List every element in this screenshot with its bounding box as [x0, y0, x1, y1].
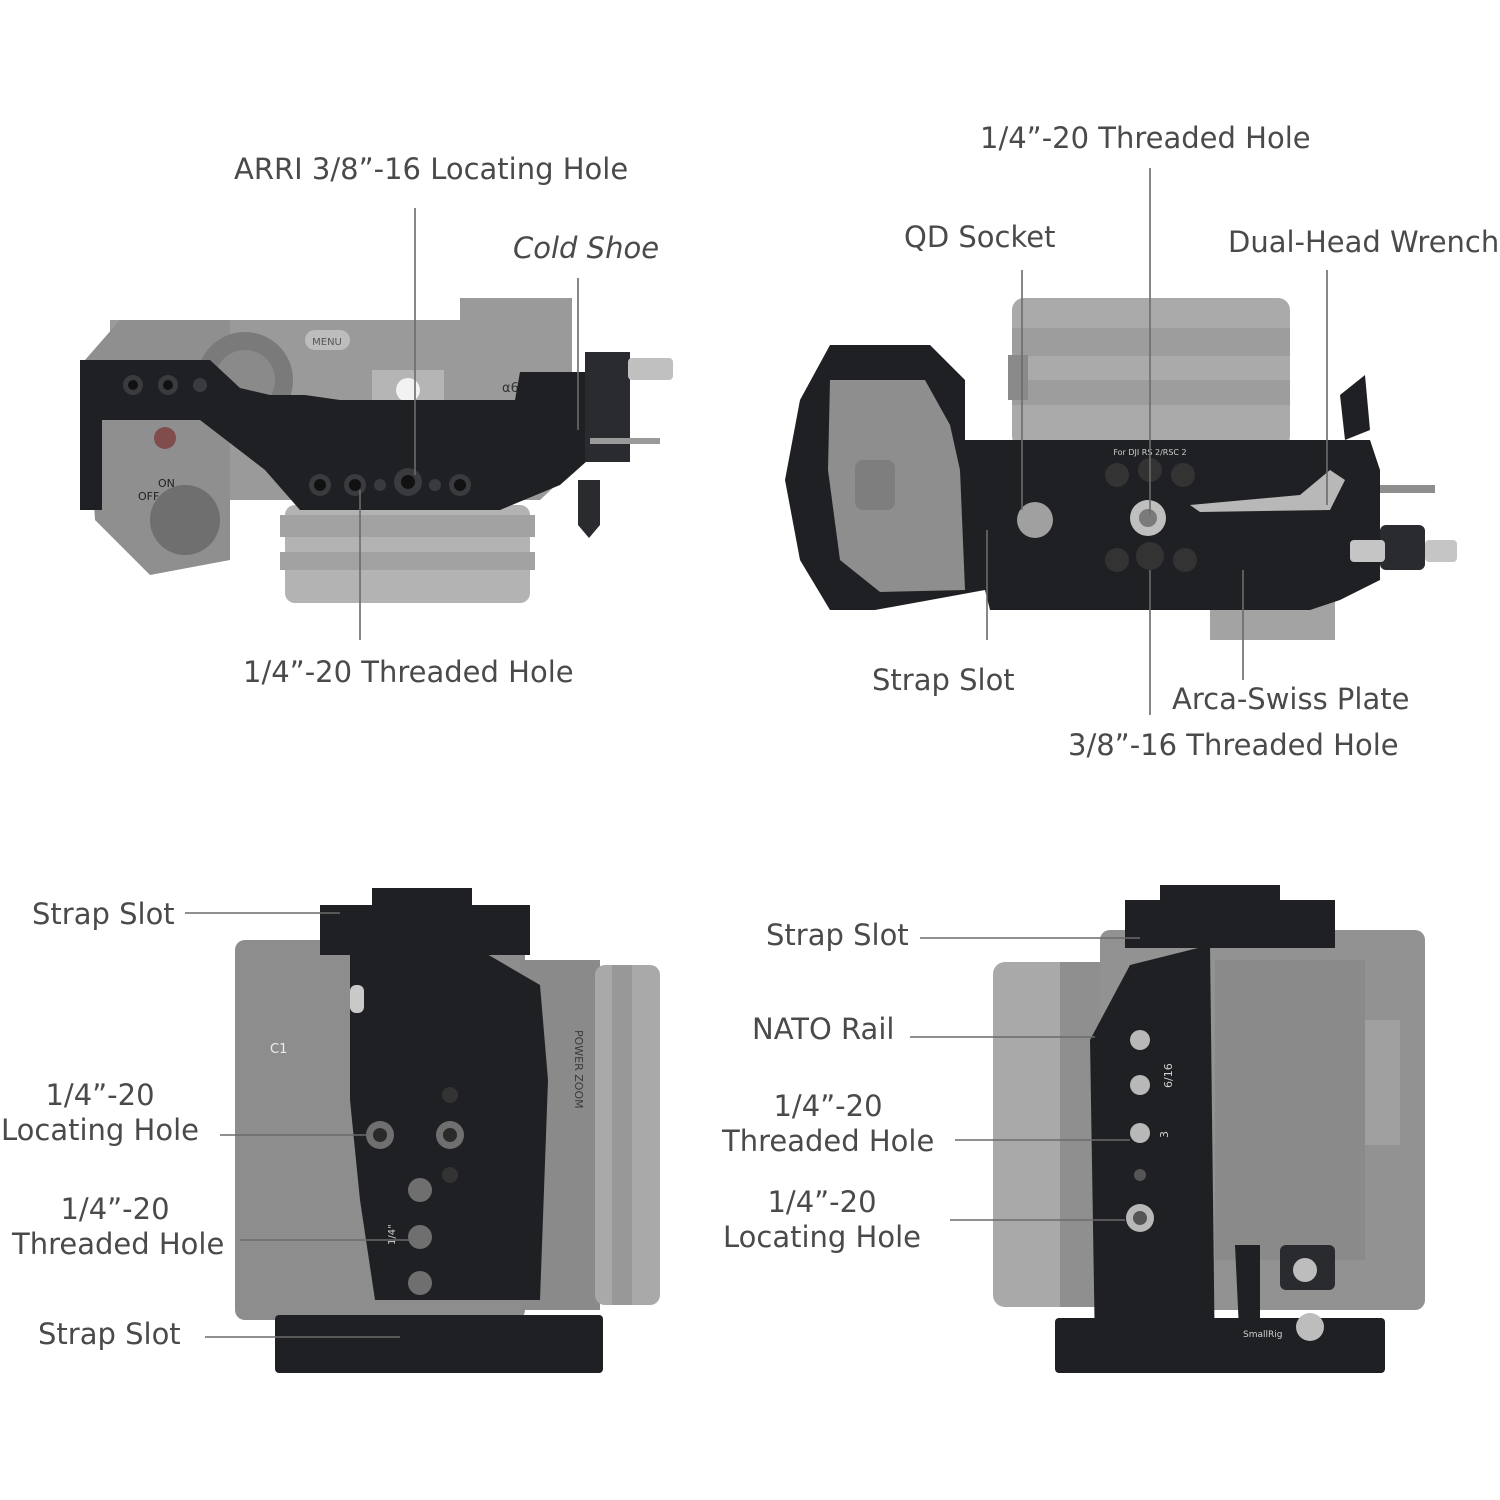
label-bl-strap-slot-bottom: Strap Slot — [38, 1317, 181, 1351]
menu-mark: MENU — [312, 337, 342, 348]
label-br-strap-slot: Strap Slot — [766, 918, 909, 952]
label-br-threaded-hole-line2: Threaded Hole — [722, 1123, 935, 1158]
label-bl-locating-hole-line1: 1/4”-20 — [45, 1078, 155, 1112]
label-top-threaded-hole: 1/4”-20 Threaded Hole — [980, 121, 1311, 155]
bottom-view-camera — [1008, 298, 1335, 640]
label-br-threaded-hole-line1: 1/4”-20 — [773, 1089, 883, 1123]
label-bl-strap-slot-top: Strap Slot — [32, 897, 175, 931]
brand-mark: SmallRig — [1243, 1330, 1282, 1340]
label-nato-rail: NATO Rail — [752, 1012, 895, 1046]
label-top-left-threaded-hole: 1/4”-20 Threaded Hole — [243, 655, 574, 689]
bottom-view-cage: For DJI RS 2/RSC 2 — [785, 345, 1457, 610]
leader-lines — [185, 168, 1328, 1338]
label-qd-socket: QD Socket — [904, 220, 1056, 254]
c1-mark: C1 — [270, 1042, 287, 1057]
three-mark: 3 — [1158, 1131, 1171, 1138]
label-threaded-hole-38: 3/8”-16 Threaded Hole — [1068, 728, 1399, 762]
off-mark: OFF — [138, 490, 159, 503]
grip-side-cage: 1/4" — [275, 888, 603, 1373]
label-cold-shoe: Cold Shoe — [513, 231, 660, 265]
back-side-cage: 6/16 3 SmallRig — [1055, 885, 1385, 1373]
label-bl-locating-hole-line2: Locating Hole — [1, 1112, 199, 1147]
label-bl-threaded-hole: 1/4”-20 Threaded Hole — [12, 1192, 225, 1262]
label-bl-locating-hole: 1/4”-20 Locating Hole — [0, 1078, 200, 1148]
label-br-locating-hole-line1: 1/4”-20 — [767, 1185, 877, 1219]
label-bl-threaded-hole-line1: 1/4”-20 — [60, 1192, 170, 1226]
label-arri-locating-hole: ARRI 3/8”-16 Locating Hole — [234, 152, 629, 186]
six-sixteen-mark: 6/16 — [1162, 1063, 1175, 1088]
zoom-mark: POWER ZOOM — [572, 1030, 585, 1109]
label-br-locating-hole: 1/4”-20 Locating Hole — [722, 1185, 922, 1255]
label-arca-swiss-plate: Arca-Swiss Plate — [1172, 682, 1410, 716]
label-bl-threaded-hole-line2: Threaded Hole — [12, 1226, 225, 1261]
quarter-mark: 1/4" — [387, 1224, 398, 1245]
label-top-right-strap-slot: Strap Slot — [872, 663, 1015, 697]
label-dual-head-wrench: Dual-Head Wrench — [1228, 225, 1500, 259]
label-br-threaded-hole: 1/4”-20 Threaded Hole — [722, 1089, 934, 1159]
on-mark: ON — [158, 477, 175, 490]
label-br-locating-hole-line2: Locating Hole — [723, 1219, 921, 1254]
